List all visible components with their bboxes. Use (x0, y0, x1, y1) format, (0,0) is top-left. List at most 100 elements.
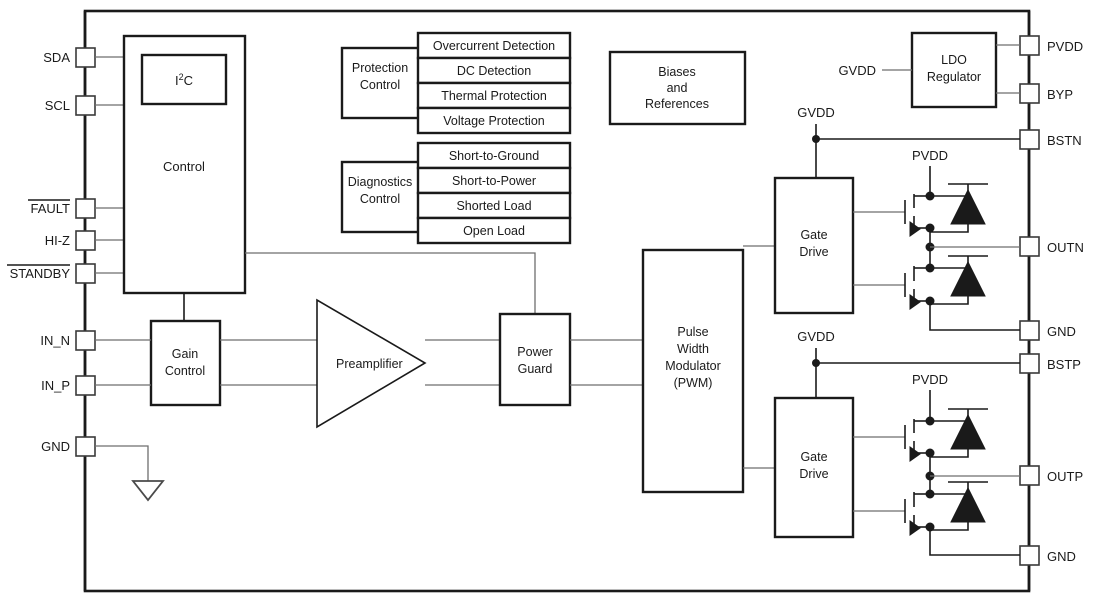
block-ldo-regulator[interactable]: LDO Regulator (910, 31, 998, 109)
pin-outn[interactable]: OUTN (1019, 236, 1084, 257)
mosfet-high-n (853, 194, 935, 237)
right-pin-group: PVDD BYP BSTN OUTN GND BSTP OUTP GND (1019, 35, 1084, 566)
protection-item-box-3[interactable] (416, 106, 572, 135)
protection-item-label-2: Thermal Protection (441, 89, 547, 103)
ldo-gvdd-label: GVDD (838, 63, 876, 78)
pin-scl[interactable]: SCL (45, 95, 96, 116)
pin-gnd-p[interactable]: GND (1019, 545, 1076, 566)
block-preamplifier[interactable]: Preamplifier (316, 298, 427, 429)
gvdd-n-label: GVDD (797, 105, 835, 120)
pin-pvdd[interactable]: PVDD (1019, 35, 1083, 56)
body-diode-arrow-low-p (909, 520, 921, 536)
diagnostics-item-box-3[interactable] (416, 216, 572, 245)
pin-bstp-box[interactable] (1019, 353, 1040, 374)
output-stage-n: PVDD (853, 148, 1020, 331)
i2c-box[interactable] (140, 53, 228, 106)
mosfet-low-n (853, 263, 935, 310)
pin-sda[interactable]: SDA (43, 47, 96, 68)
pin-gnd-n[interactable]: GND (1019, 320, 1076, 341)
pin-standby-label: STANDBY (10, 266, 71, 281)
gate-drive-n-box[interactable] (773, 176, 855, 315)
control-label: Control (163, 159, 205, 174)
block-diagnostics-control[interactable]: Diagnostics Control (340, 160, 421, 234)
block-pwm[interactable]: Pulse Width Modulator (PWM) (641, 248, 745, 494)
biases-label-1: Biases (658, 65, 696, 79)
pwm-label-2: Width (677, 342, 709, 356)
gvdd-p-label: GVDD (797, 329, 835, 344)
pin-hi-z-box[interactable] (75, 230, 96, 251)
protection-control-label-1: Protection (352, 61, 408, 75)
pin-bstn-box[interactable] (1019, 129, 1040, 150)
biases-label-2: and (667, 81, 688, 95)
block-power-guard[interactable]: Power Guard (498, 312, 572, 407)
pwm-label-3: Modulator (665, 359, 721, 373)
pin-byp[interactable]: BYP (1019, 83, 1073, 104)
diagnostics-item-box-0[interactable] (416, 141, 572, 170)
pin-in-p-box[interactable] (75, 375, 96, 396)
protection-item-label-3: Voltage Protection (443, 114, 545, 128)
mosfet-high-p (853, 419, 935, 462)
block-gate-drive-n[interactable]: Gate Drive (773, 176, 855, 315)
diagnostics-item-label-2: Shorted Load (456, 199, 531, 213)
protection-control-label-2: Control (360, 78, 400, 92)
pin-standby-box[interactable] (75, 263, 96, 284)
biases-label-3: References (645, 97, 709, 111)
protection-item-box-1[interactable] (416, 56, 572, 85)
biases-box[interactable] (608, 50, 747, 126)
pin-pvdd-box[interactable] (1019, 35, 1040, 56)
pin-hi-z[interactable]: HI-Z (45, 230, 96, 251)
gate-drive-p-box[interactable] (773, 396, 855, 539)
protection-item-box-2[interactable] (416, 81, 572, 110)
block-protection-control[interactable]: Protection Control (340, 46, 421, 120)
pin-outp[interactable]: OUTP (1019, 465, 1083, 486)
pin-sda-box[interactable] (75, 47, 96, 68)
protection-item-box-0[interactable] (416, 31, 572, 60)
pin-bstp[interactable]: BSTP (1019, 353, 1081, 374)
pin-gnd-left-box[interactable] (75, 436, 96, 457)
diagnostics-control-label-2: Control (360, 192, 400, 206)
pin-gnd-left[interactable]: GND (41, 436, 96, 457)
pin-scl-box[interactable] (75, 95, 96, 116)
pin-bstp-label: BSTP (1047, 357, 1081, 372)
gate-drive-n-label-2: Drive (799, 245, 828, 259)
gain-control-label-1: Gain (172, 347, 198, 361)
pin-gnd-n-box[interactable] (1019, 320, 1040, 341)
pin-bstn-label: BSTN (1047, 133, 1082, 148)
protection-item-label-1: DC Detection (457, 64, 531, 78)
preamplifier-triangle[interactable] (316, 298, 427, 429)
pin-bstn[interactable]: BSTN (1019, 129, 1082, 150)
block-biases-references[interactable]: Biases and References (608, 50, 747, 126)
pin-in-n[interactable]: IN_N (40, 330, 96, 351)
power-guard-box[interactable] (498, 312, 572, 407)
block-gate-drive-p[interactable]: Gate Drive (773, 396, 855, 539)
pin-byp-label: BYP (1047, 87, 1073, 102)
diagnostics-control-label-1: Diagnostics (348, 175, 413, 189)
pwm-box[interactable] (641, 248, 745, 494)
block-i2c[interactable]: I2C (140, 53, 228, 106)
protection-control-box[interactable] (340, 46, 421, 120)
pin-outn-box[interactable] (1019, 236, 1040, 257)
pin-in-n-box[interactable] (75, 330, 96, 351)
pin-gnd-p-box[interactable] (1019, 545, 1040, 566)
ldo-label-2: Regulator (927, 70, 981, 84)
pin-in-p[interactable]: IN_P (41, 375, 96, 396)
gain-control-box[interactable] (149, 319, 222, 407)
body-diode-arrow-high-n (909, 221, 921, 237)
gate-drive-p-label-2: Drive (799, 467, 828, 481)
block-gain-control[interactable]: Gain Control (149, 319, 222, 407)
pin-pvdd-label: PVDD (1047, 39, 1083, 54)
pin-fault-box[interactable] (75, 198, 96, 219)
mosfet-low-p (853, 489, 935, 536)
pin-fault[interactable]: FAULT (28, 198, 96, 219)
pin-standby[interactable]: STANDBY (7, 263, 96, 284)
control-input-wires (95, 56, 124, 274)
pin-gnd-n-label: GND (1047, 324, 1076, 339)
pwm-label-1: Pulse (677, 325, 708, 339)
pin-byp-box[interactable] (1019, 83, 1040, 104)
pin-outp-box[interactable] (1019, 465, 1040, 486)
freewheel-diode-high-p (930, 408, 988, 458)
ldo-box[interactable] (910, 31, 998, 109)
pin-hi-z-label: HI-Z (45, 233, 70, 248)
gate-drive-p-label-1: Gate (800, 450, 827, 464)
ground-symbol-icon (131, 480, 165, 502)
